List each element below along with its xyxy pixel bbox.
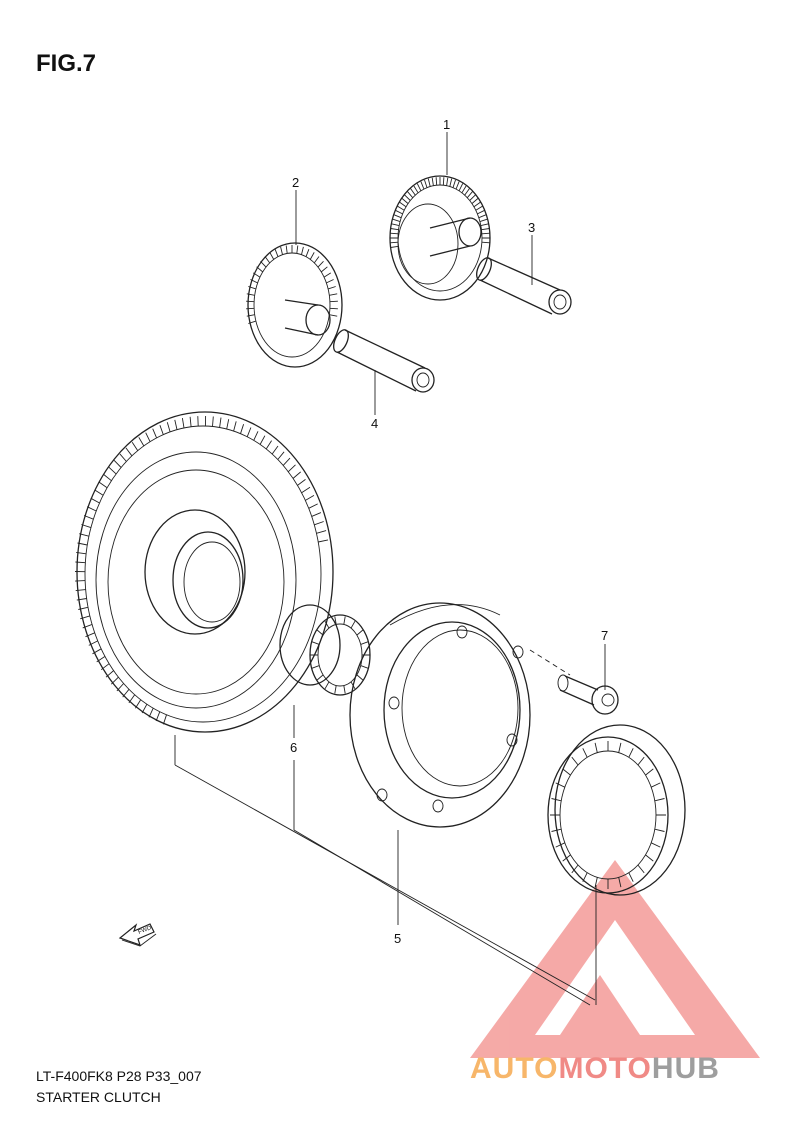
watermark-logo (470, 860, 760, 1058)
part-5-clutch-body (349, 602, 531, 828)
part-3-shaft (476, 257, 572, 315)
footer-model-code: LT-F400FK8 P28 P33_007 (36, 1068, 202, 1084)
fwd-arrow: FWD (118, 923, 157, 947)
one-way-clutch (547, 724, 686, 896)
footer-section-name: STARTER CLUTCH (36, 1089, 161, 1105)
callout-7: 7 (601, 628, 608, 643)
leader-lines (174, 132, 606, 1006)
figure-title: FIG.7 (36, 50, 97, 77)
part-4-shaft (333, 329, 435, 393)
callout-3: 3 (528, 220, 535, 235)
callout-5: 5 (394, 931, 401, 946)
brand-part-moto: MOTO (558, 1052, 652, 1085)
callout-4: 4 (371, 416, 378, 431)
part-1-idle-gear (389, 175, 491, 301)
part-2-gear (246, 242, 343, 368)
callout-2: 2 (292, 175, 299, 190)
fwd-label: FWD (138, 925, 154, 936)
callout-6: 6 (290, 740, 297, 755)
brand-part-auto: AUTO (470, 1052, 559, 1085)
brand-part-hub: HUB (651, 1052, 720, 1085)
watermark-brand: AUTOMOTOHUB (470, 1052, 720, 1086)
part-6-needle-bearing (279, 604, 371, 696)
callout-1: 1 (443, 117, 450, 132)
starter-driven-gear (74, 411, 334, 733)
